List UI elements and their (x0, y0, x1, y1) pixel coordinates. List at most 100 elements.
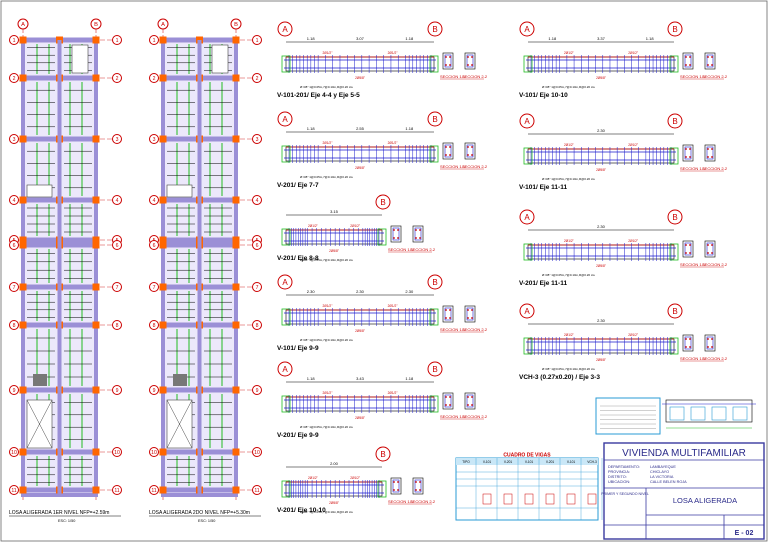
column (92, 74, 100, 82)
dimension-text: 1.18 (405, 126, 414, 131)
beam-bubble-a (519, 21, 535, 37)
column (159, 135, 167, 143)
section-bar (415, 237, 417, 239)
section-bar (689, 56, 691, 58)
section-bar (393, 489, 395, 491)
support-column (523, 55, 533, 73)
beam-bubble-b (427, 361, 443, 377)
section-stirrup (466, 307, 474, 321)
column (232, 283, 240, 291)
beam-bubble-b (667, 113, 683, 129)
support-column (523, 337, 533, 355)
schedule-header: V-201 (546, 460, 555, 464)
section-stirrup (444, 54, 452, 68)
column (92, 386, 100, 394)
beam-title: VCH-3 (0.27x0.20) / Eje 3-3 (519, 374, 600, 381)
beam-schedule (455, 457, 599, 521)
schedule-header: V-101 (567, 460, 576, 464)
section-stirrup (466, 54, 474, 68)
beam-bubble-b-label: B (380, 450, 385, 459)
beam-bubble-a (519, 209, 535, 225)
column (19, 236, 27, 244)
section-bar (689, 148, 691, 150)
section-bar (471, 309, 473, 311)
column (92, 196, 100, 204)
grid-bubble-row-label: 9 (13, 388, 16, 394)
grid-bubble-row-label: 1 (153, 38, 156, 44)
section-bar (711, 252, 713, 254)
section-bar (685, 56, 687, 58)
support-column (377, 228, 387, 246)
column (232, 321, 240, 329)
section-bar (707, 156, 709, 158)
dimension-text: 1.18 (307, 36, 316, 41)
schedule-section (587, 493, 597, 505)
grid-bubble-row-label: 6 (116, 243, 119, 249)
rebar-label-bottom: 2Ø5/8" (596, 264, 606, 268)
section-bar (397, 481, 399, 483)
plan-beam-center (197, 40, 202, 495)
beam-title: V-101/ Eje 10-10 (519, 92, 568, 99)
dimension-text: 1.18 (405, 36, 414, 41)
section-bar (471, 64, 473, 66)
beam-bubble-a-label: A (524, 117, 530, 126)
project-field-value: CHICLAYO (650, 470, 669, 474)
section-label: SECCION 1-1 (440, 327, 466, 332)
section-bar (707, 148, 709, 150)
section-stirrup (706, 146, 714, 160)
column (232, 236, 240, 244)
column (232, 36, 240, 44)
section-label: SECCION 2-2 (702, 166, 728, 171)
beam-bubble-a (519, 113, 535, 129)
section-bar (707, 64, 709, 66)
grid-bubble-row-label: 11 (114, 488, 119, 494)
section-box (442, 392, 454, 410)
section-stirrup (684, 146, 692, 160)
section-bar (445, 64, 447, 66)
support-column (669, 337, 679, 355)
section-bar (419, 489, 421, 491)
section-bar (445, 404, 447, 406)
support-column (429, 308, 439, 326)
section-bar (685, 156, 687, 158)
grid-bubble-row-label: 4 (256, 198, 259, 204)
dimension-text: 2.30 (405, 289, 414, 294)
column (159, 241, 167, 249)
beam-bubble-b-label: B (672, 213, 677, 222)
section-bar (471, 404, 473, 406)
beam-bubble-b (375, 194, 391, 210)
column (19, 196, 27, 204)
section-bar (449, 404, 451, 406)
legend-box (595, 397, 661, 435)
project-name: VIVIENDA MULTIFAMILIAR (622, 448, 746, 459)
grid-bubble-row-label: 3 (153, 137, 156, 143)
beam-title: V-201/ Eje 8-8 (277, 255, 319, 262)
plan-caption: LOSA ALIGERADA 1ER NIVEL NFP=+2.59m (9, 510, 109, 516)
section-label: SECCION 2-2 (410, 499, 436, 504)
stair-hatch (173, 374, 187, 386)
support-column (669, 55, 679, 73)
section-bar (419, 237, 421, 239)
section-stirrup (392, 227, 400, 241)
opening (71, 44, 89, 74)
beam-bubble-b (667, 209, 683, 225)
rebar-label-top: 2Ø1/2" (564, 239, 574, 243)
section-bar (689, 244, 691, 246)
section-bar (685, 346, 687, 348)
rebar-label-top: 2Ø1/2" (388, 51, 398, 55)
grid-bubble-row-label: 6 (13, 243, 16, 249)
beam-body (527, 338, 675, 354)
section-bar (449, 154, 451, 156)
column (92, 283, 100, 291)
column (92, 236, 100, 244)
dimension-text: 2.30 (307, 289, 316, 294)
section-bar (685, 244, 687, 246)
grid-bubble-row (252, 35, 262, 45)
stirrup-note: Ø 3/8" 1@0.05m,7@0.10m,R@0.20 c/e (300, 425, 353, 429)
grid-bubble-row (149, 282, 159, 292)
slab-block (690, 406, 706, 421)
column (159, 486, 167, 494)
schedule-header: V-101 (525, 460, 534, 464)
column (159, 236, 167, 244)
